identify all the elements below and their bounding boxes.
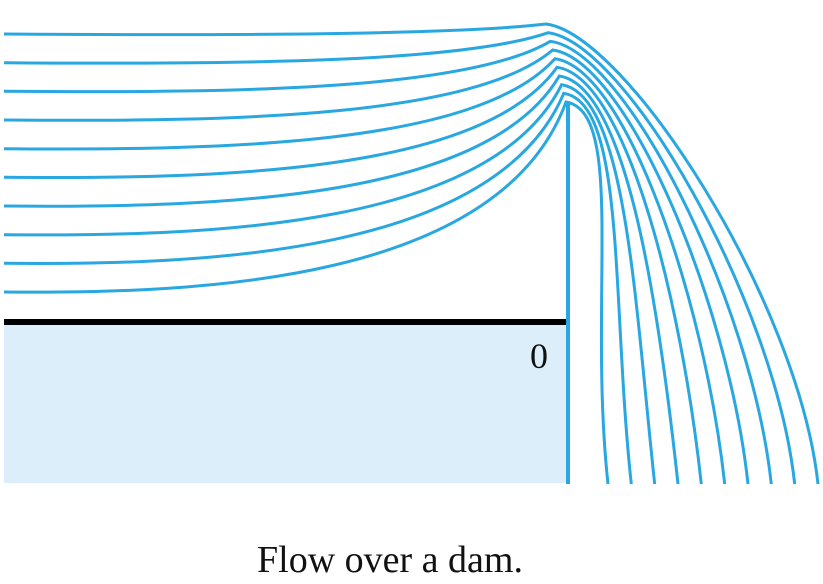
water-region: [4, 323, 568, 483]
streamline: [3, 31, 797, 485]
streamline: [3, 91, 633, 485]
streamlines: [3, 22, 820, 485]
streamline: [3, 83, 657, 485]
streamline: [3, 74, 680, 485]
streamline: [3, 100, 610, 485]
streamline: [3, 57, 727, 485]
streamline: [3, 48, 750, 485]
figure-caption: Flow over a dam.: [257, 539, 523, 581]
streamline: [3, 39, 773, 485]
streamline: [3, 22, 820, 485]
origin-label: 0: [530, 336, 548, 376]
streamline: [3, 65, 703, 485]
